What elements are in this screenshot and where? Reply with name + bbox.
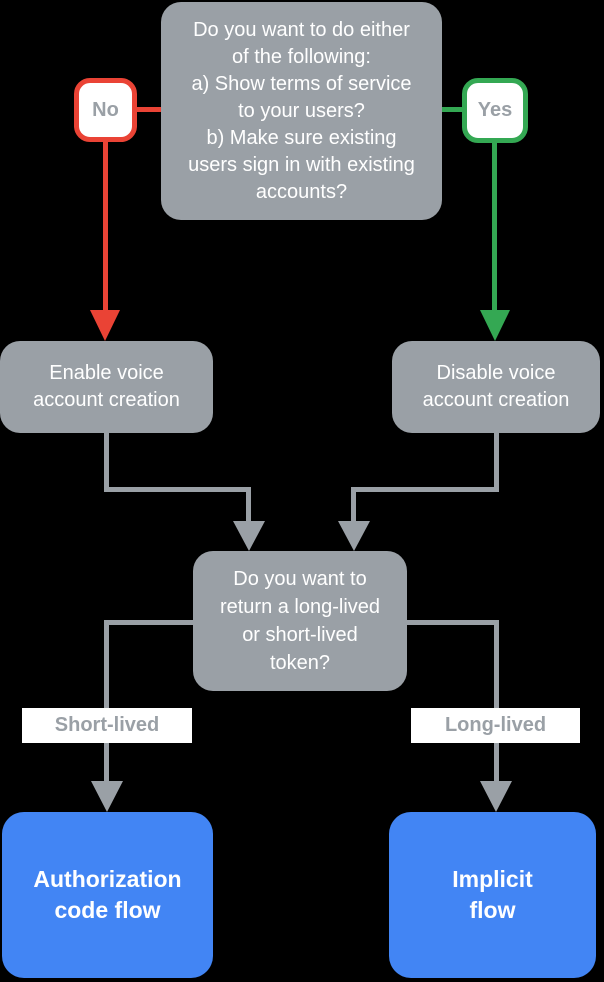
no-badge-label: No	[92, 98, 119, 121]
node-line: Implicit	[452, 866, 533, 892]
short-lived-vertical-line	[104, 620, 109, 781]
short-lived-label: Short-lived	[22, 708, 192, 743]
question-line: users sign in with existing	[188, 153, 415, 176]
green-arrowhead-icon	[480, 310, 510, 341]
gray-arrowhead-icon	[233, 521, 265, 551]
node-authorization-code-flow: Authorization code flow	[2, 812, 213, 978]
enable-to-token-drop-line	[246, 487, 251, 521]
node-line: Authorization	[33, 866, 182, 892]
enable-to-token-horizontal-line	[104, 487, 251, 492]
question-line: return a long-lived	[219, 596, 381, 618]
yes-branch-horizontal-line	[440, 107, 464, 112]
no-branch-vertical-line	[103, 140, 108, 310]
long-lived-label-text: Long-lived	[444, 714, 547, 736]
enable-to-token-vertical-line	[104, 432, 109, 492]
yes-badge-label: Yes	[477, 99, 513, 121]
disable-to-token-vertical-line	[494, 432, 499, 492]
question-line: of the following:	[232, 45, 371, 68]
gray-arrowhead-icon	[480, 781, 512, 812]
red-arrowhead-icon	[90, 310, 120, 341]
gray-arrowhead-icon	[91, 781, 123, 812]
no-badge: No	[74, 78, 137, 142]
disable-to-token-drop-line	[351, 487, 356, 521]
node-line: flow	[469, 897, 516, 923]
disable-to-token-horizontal-line	[351, 487, 499, 492]
question-line: b) Make sure existing	[206, 126, 397, 149]
node-disable-voice-account-creation: Disable voice account creation	[392, 341, 600, 433]
node-line: account creation	[422, 389, 570, 411]
question-line: Do you want to do either	[193, 18, 410, 41]
node-token-question: Do you want to return a long-lived or sh…	[193, 551, 407, 691]
question-line: to your users?	[238, 99, 365, 122]
yes-badge: Yes	[462, 78, 528, 143]
long-lived-label: Long-lived	[411, 708, 580, 743]
node-line: code flow	[54, 897, 161, 923]
long-lived-horizontal-line	[405, 620, 499, 625]
question-line: token?	[269, 652, 331, 674]
question-line: a) Show terms of service	[191, 72, 412, 95]
yes-branch-vertical-line	[492, 141, 497, 310]
long-lived-vertical-line	[494, 620, 499, 781]
node-line: account creation	[33, 389, 180, 411]
short-lived-label-text: Short-lived	[54, 714, 160, 736]
gray-arrowhead-icon	[338, 521, 370, 551]
question-line: Do you want to	[233, 568, 367, 590]
node-line: Enable voice	[49, 362, 164, 384]
node-line: Disable voice	[436, 362, 556, 384]
question-line: accounts?	[255, 180, 348, 203]
node-enable-voice-account-creation: Enable voice account creation	[0, 341, 213, 433]
node-implicit-flow: Implicit flow	[389, 812, 596, 978]
question-line: or short-lived	[242, 624, 358, 646]
node-terms-question: Do you want to do either of the followin…	[161, 2, 442, 220]
short-lived-horizontal-line	[104, 620, 195, 625]
no-branch-horizontal-line	[135, 107, 163, 112]
